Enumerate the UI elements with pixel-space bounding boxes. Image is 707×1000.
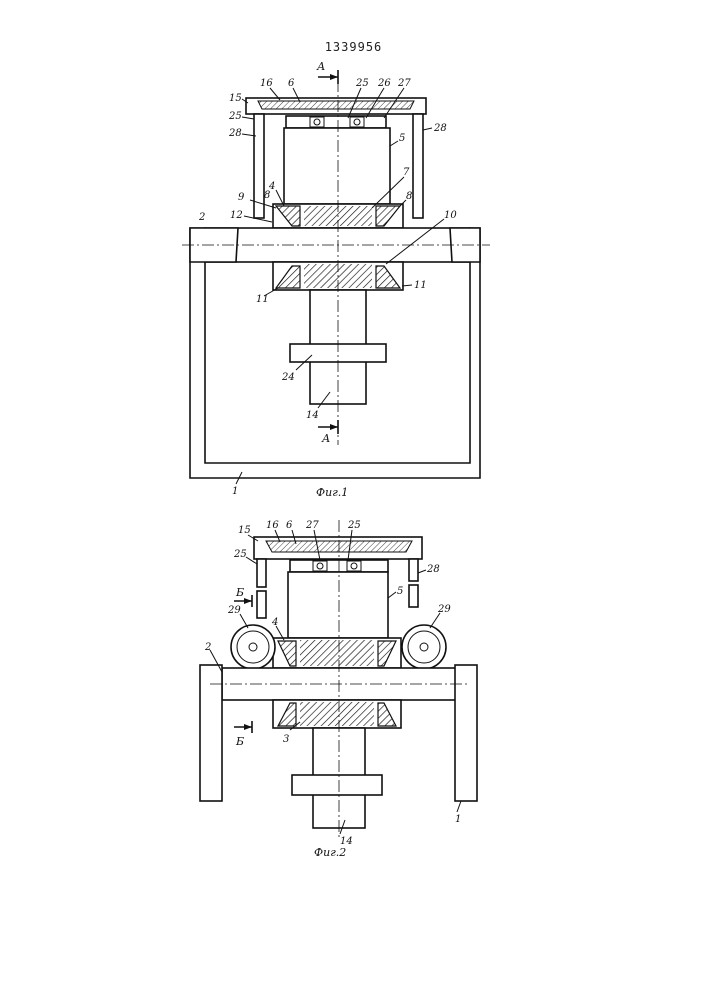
label-29-left: 29 bbox=[227, 605, 241, 616]
die-3-hatch bbox=[300, 702, 374, 726]
label-1: 1 bbox=[455, 814, 461, 825]
label-24: 24 bbox=[281, 372, 295, 383]
label-12: 12 bbox=[230, 210, 243, 221]
section-b-bottom: Б bbox=[235, 735, 244, 748]
caption-fig1: Фиг.1 bbox=[316, 486, 348, 499]
label-6: 6 bbox=[286, 520, 293, 531]
label-15: 15 bbox=[229, 93, 242, 104]
label-27: 27 bbox=[305, 520, 319, 531]
label-3: 3 bbox=[283, 734, 289, 745]
label-25-side: 25 bbox=[228, 111, 242, 122]
label-8-left: 8 bbox=[264, 190, 270, 201]
label-16: 16 bbox=[260, 78, 273, 89]
body-5 bbox=[288, 572, 388, 638]
label-8-right: 8 bbox=[406, 191, 412, 202]
label-26: 26 bbox=[377, 78, 391, 89]
rod-28-right bbox=[409, 559, 418, 581]
collar bbox=[292, 775, 382, 795]
roller-29-left bbox=[231, 625, 275, 669]
label-2: 2 bbox=[204, 642, 211, 653]
roller-29-right bbox=[402, 625, 446, 669]
rod-28-right-lower bbox=[409, 585, 418, 607]
label-10: 10 bbox=[444, 210, 457, 221]
label-14: 14 bbox=[306, 410, 319, 421]
label-11-right: 11 bbox=[414, 280, 427, 291]
section-mark-b2-arrow bbox=[244, 724, 252, 730]
label-7: 7 bbox=[403, 167, 410, 178]
label-2: 2 bbox=[198, 212, 205, 223]
clamp-bar-25 bbox=[286, 116, 386, 128]
body-5 bbox=[284, 128, 390, 204]
label-25-top: 25 bbox=[355, 78, 369, 89]
label-4: 4 bbox=[271, 617, 278, 628]
frame-1-leg-left bbox=[200, 665, 222, 801]
section-mark-b1-arrow bbox=[244, 598, 252, 604]
section-a-bottom: А bbox=[321, 432, 330, 445]
label-5: 5 bbox=[397, 586, 403, 597]
section-mark-bottom-arrow bbox=[330, 424, 338, 430]
label-28-left: 28 bbox=[228, 128, 242, 139]
section-a-top: А bbox=[316, 60, 325, 73]
label-29-right: 29 bbox=[437, 604, 451, 615]
label-25-top: 25 bbox=[347, 520, 361, 531]
rod-28-right bbox=[413, 114, 423, 218]
caption-fig2: Фиг.2 bbox=[314, 846, 346, 859]
label-28: 28 bbox=[426, 564, 440, 575]
label-6: 6 bbox=[288, 78, 295, 89]
label-27: 27 bbox=[397, 78, 411, 89]
label-25-side: 25 bbox=[233, 549, 247, 560]
label-1: 1 bbox=[232, 486, 238, 497]
label-9: 9 bbox=[238, 192, 245, 203]
label-5: 5 bbox=[399, 133, 405, 144]
figure-2: 15 16 6 27 25 25 28 5 29 29 4 2 3 14 1 Б… bbox=[200, 520, 477, 859]
section-mark-top-arrow bbox=[330, 74, 338, 80]
rod-25-left-lower bbox=[257, 591, 266, 618]
figure-1: 16 6 25 26 27 15 25 28 28 5 4 7 9 8 8 12… bbox=[182, 60, 490, 499]
label-11-left: 11 bbox=[256, 294, 269, 305]
rod-25-left bbox=[257, 559, 266, 587]
section-b-top: Б bbox=[235, 586, 244, 599]
die-4-hatch bbox=[300, 640, 374, 666]
label-16: 16 bbox=[266, 520, 279, 531]
label-15: 15 bbox=[238, 525, 251, 536]
label-28-right: 28 bbox=[433, 123, 447, 134]
frame-1-leg-right bbox=[455, 665, 477, 801]
